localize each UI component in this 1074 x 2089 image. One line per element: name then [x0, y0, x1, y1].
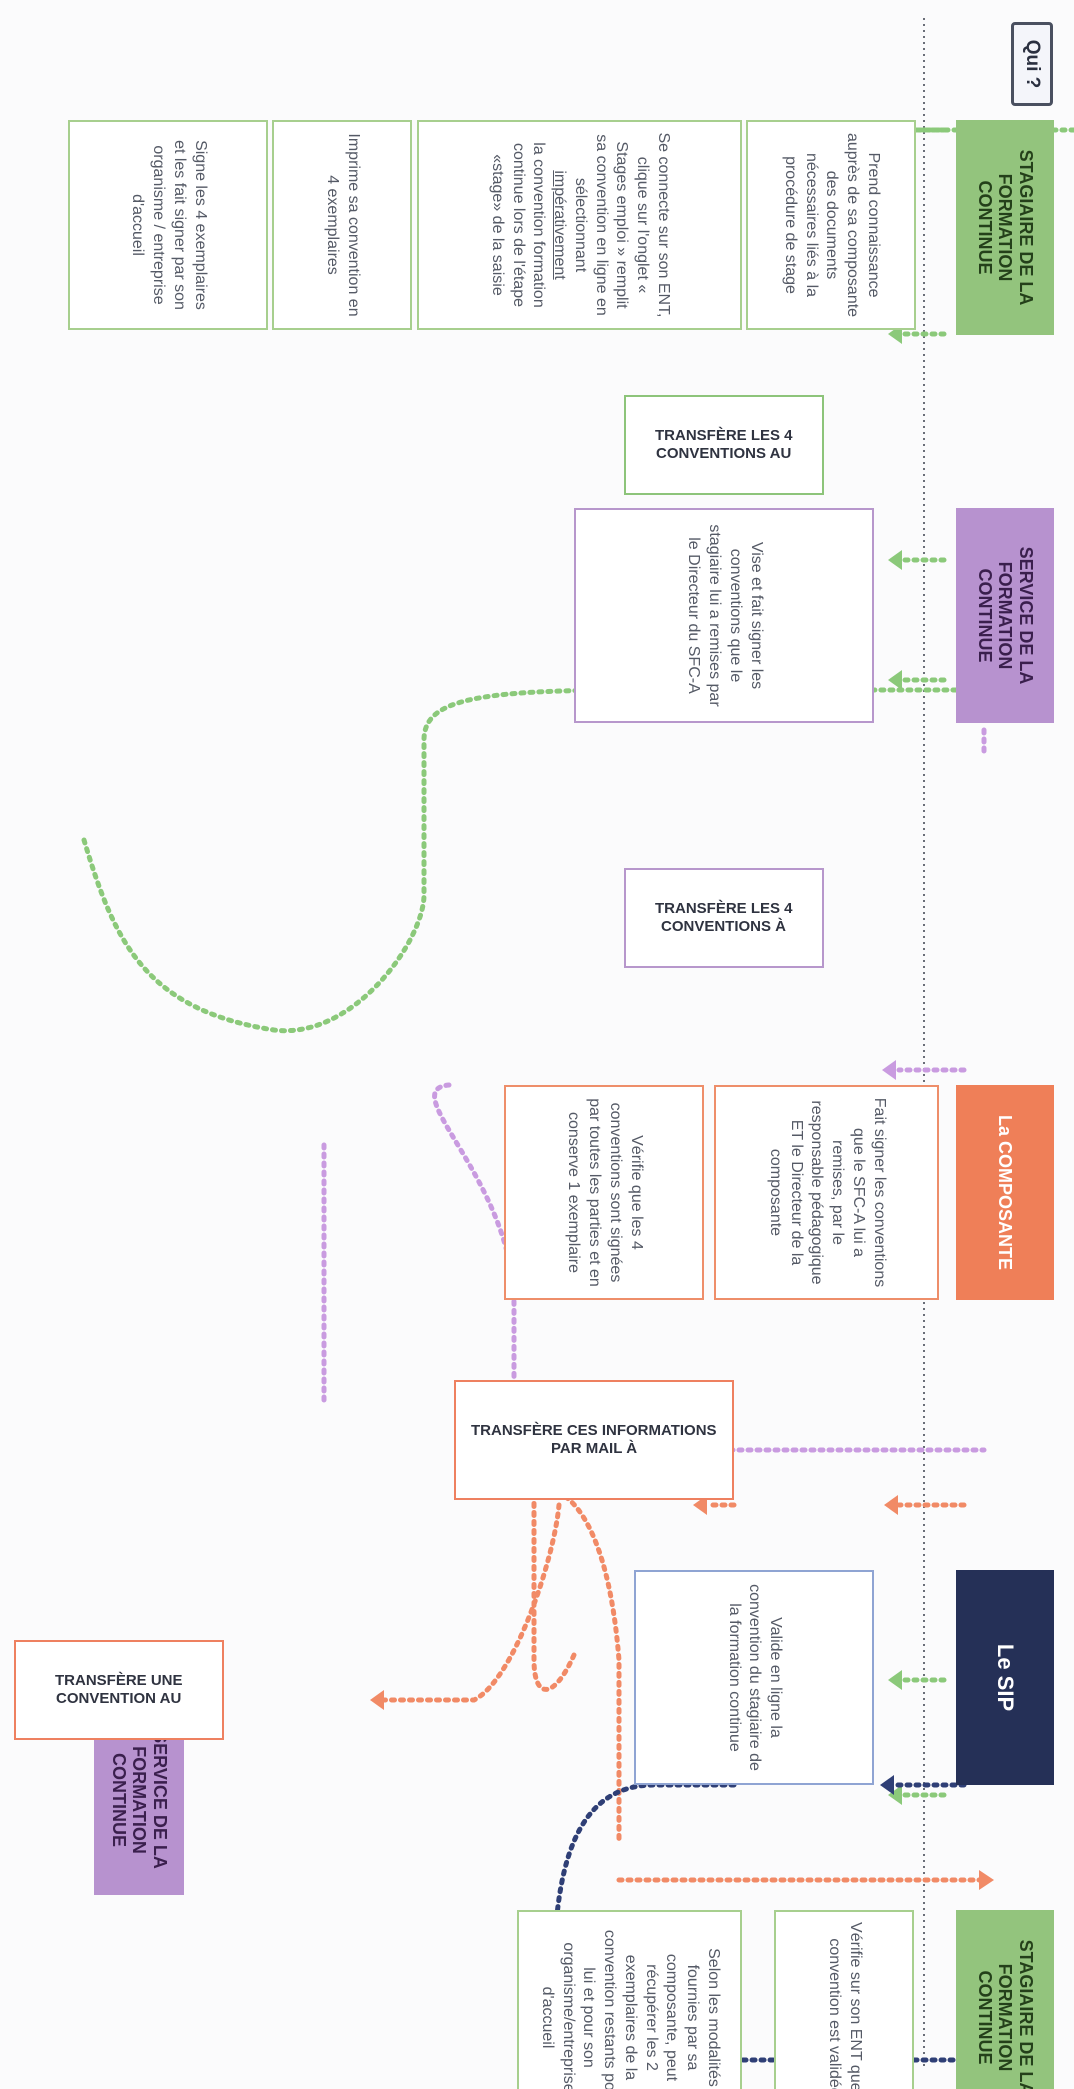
- step-signe: Signe les 4 exemplaires et les fait sign…: [68, 120, 268, 330]
- step-prend-connaissance: Prend connaissance auprès de sa composan…: [746, 120, 916, 330]
- step-se-connecte-underlined: impérativement: [551, 170, 569, 280]
- actor-service-fc: SERVICE DE LA FORMATION CONTINUE: [956, 508, 1054, 723]
- transfer-label-4: TRANSFÈRE UNE CONVENTION AU: [14, 1640, 224, 1740]
- actor-sip: Le SIP: [956, 1570, 1054, 1785]
- actor-stagiaire-2: STAGIAIRE DE LA FORMATION CONTINUE: [956, 1910, 1054, 2089]
- step-se-connecte-text-a: Se connecte sur son ENT, clique sur l'on…: [571, 132, 673, 318]
- qui-header: Qui ?: [1011, 22, 1053, 106]
- step-imprime: Imprime sa convention en 4 exemplaires: [272, 120, 412, 330]
- transfer-label-1: TRANSFÈRE LES 4 CONVENTIONS AU: [624, 395, 824, 495]
- actor-composante: La COMPOSANTE: [956, 1085, 1054, 1300]
- transfer-label-2: TRANSFÈRE LES 4 CONVENTIONS À: [624, 868, 824, 968]
- step-verifie-ent: Vérifie sur son ENT que sa convention es…: [774, 1910, 914, 2089]
- actor-stagiaire-1: STAGIAIRE DE LA FORMATION CONTINUE: [956, 120, 1054, 335]
- step-se-connecte-text-b: la convention formation continue lors de…: [488, 142, 548, 308]
- step-se-connecte: Se connecte sur son ENT, clique sur l'on…: [417, 120, 742, 330]
- step-recuperer: Selon les modalités fournies par sa comp…: [517, 1910, 742, 2089]
- step-valide-en-ligne: Valide en ligne la convention du stagiai…: [634, 1570, 874, 1785]
- step-vise-signe: Vise et fait signer les conventions que …: [574, 508, 874, 723]
- green-connectors: [81, 127, 1074, 1798]
- green-arrowheads: [888, 120, 902, 1805]
- step-fait-signer: Fait signer les conventions que le SFC-A…: [714, 1085, 939, 1300]
- step-verifie-signees: Vérifie que les 4 conventions sont signé…: [504, 1085, 704, 1300]
- transfer-label-3: TRANSFÈRE CES INFORMATIONS PAR MAIL À: [454, 1380, 734, 1500]
